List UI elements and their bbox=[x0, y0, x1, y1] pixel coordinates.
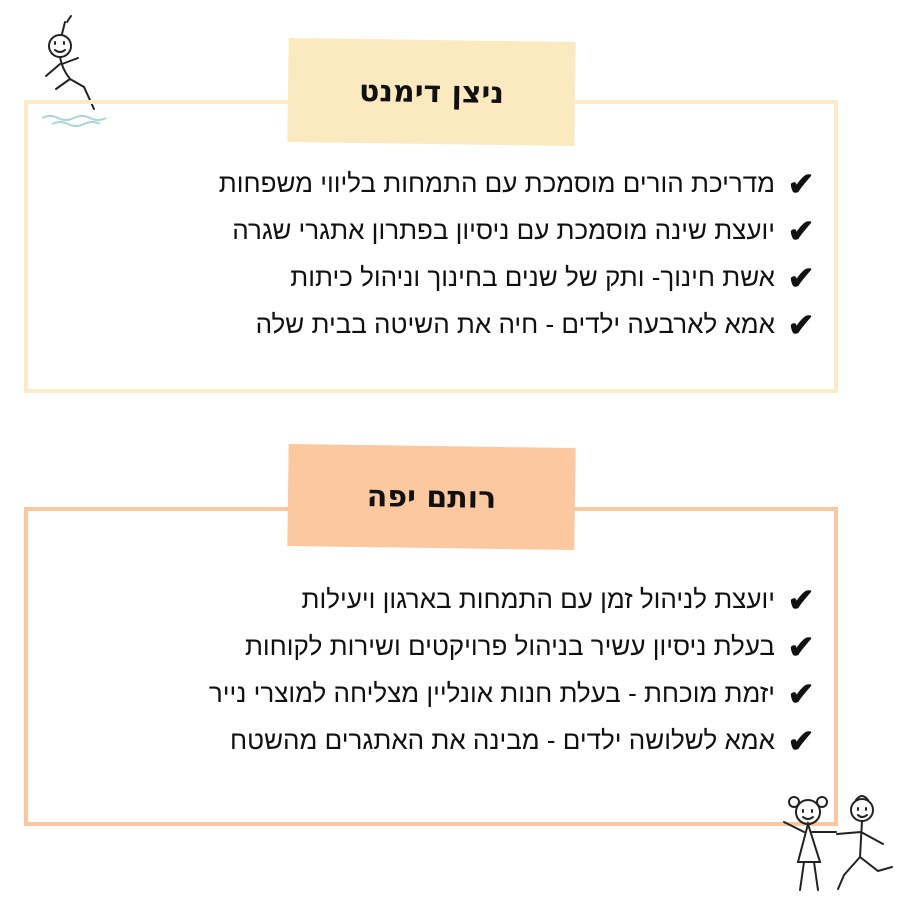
credentials-list-nitzan: ✔מדריכת הורים מוסמכת עם התמחות בליווי מש… bbox=[219, 160, 819, 348]
list-item: ✔בעלת ניסיון עשיר בניהול פרויקטים ושירות… bbox=[209, 623, 819, 670]
section-title-nitzan: ניצן דימנט bbox=[287, 38, 576, 146]
list-item: ✔אמא לארבעה ילדים - חיה את השיטה בבית של… bbox=[219, 301, 819, 348]
checkmark-icon: ✔ bbox=[787, 675, 815, 712]
checkmark-icon: ✔ bbox=[787, 628, 815, 665]
list-item: ✔אמא לשלושה ילדים - מבינה את האתגרים מהש… bbox=[209, 717, 819, 764]
checkmark-icon: ✔ bbox=[787, 259, 815, 296]
list-item: ✔מדריכת הורים מוסמכת עם התמחות בליווי מש… bbox=[219, 160, 819, 207]
list-item: ✔יועצת שינה מוסמכת עם ניסיון בפתרון אתגר… bbox=[219, 207, 819, 254]
list-item: ✔אשת חינוך- ותק של שנים בחינוך וניהול כי… bbox=[219, 254, 819, 301]
checkmark-icon: ✔ bbox=[787, 212, 815, 249]
list-item: ✔יזמת מוכחת - בעלת חנות אונליין מצליחה ל… bbox=[209, 670, 819, 717]
list-item: ✔יועצת לניהול זמן עם התמחות בארגון ויעיל… bbox=[209, 576, 819, 623]
checkmark-icon: ✔ bbox=[787, 165, 815, 202]
section-title-rotem: רותם יפה bbox=[287, 444, 576, 550]
checkmark-icon: ✔ bbox=[787, 722, 815, 759]
checkmark-icon: ✔ bbox=[787, 581, 815, 618]
checkmark-icon: ✔ bbox=[787, 306, 815, 343]
credentials-list-rotem: ✔יועצת לניהול זמן עם התמחות בארגון ויעיל… bbox=[209, 576, 819, 764]
running-kids-doodle-icon bbox=[783, 795, 893, 891]
